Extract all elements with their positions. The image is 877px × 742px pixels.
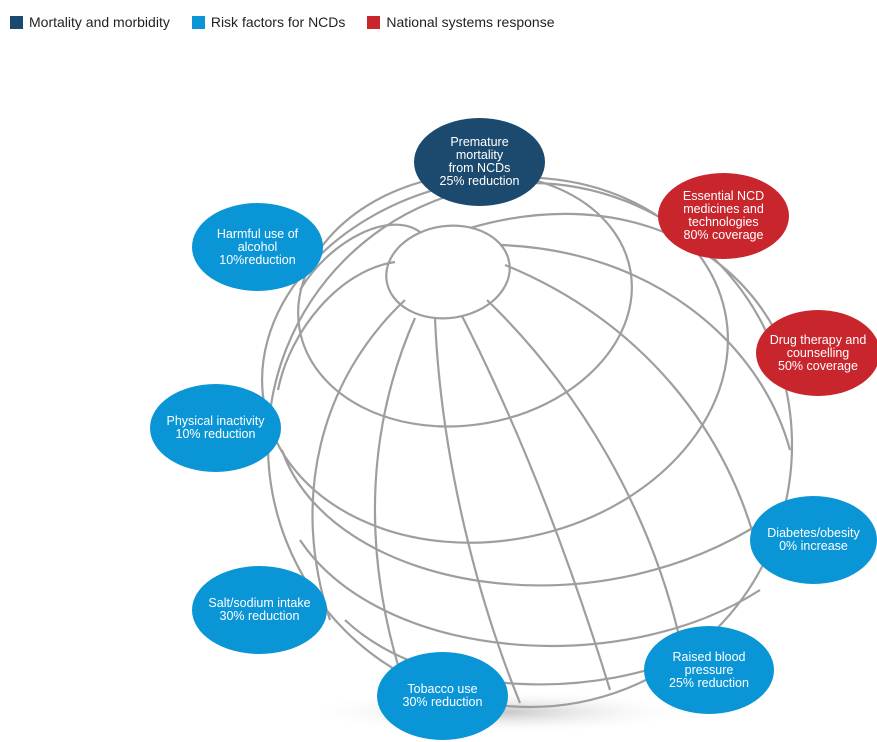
globe-meridian-8 xyxy=(469,212,776,331)
globe-latitude-4 xyxy=(299,539,761,648)
target-salt: Salt/sodium intake 30% reduction xyxy=(192,566,327,654)
legend-label-mortality: Mortality and morbidity xyxy=(29,14,170,30)
target-raised-bp: Raised blood pressure 25% reduction xyxy=(644,626,774,714)
target-physical-inactivity-text: Physical inactivity 10% reduction xyxy=(166,414,265,441)
globe-meridian-3 xyxy=(433,317,522,704)
target-premature-mortality: Premature mortality from NCDs 25% reduct… xyxy=(414,118,545,206)
legend-swatch-mortality xyxy=(10,15,23,29)
target-essential-medicines: Essential NCD medicines and technologies… xyxy=(658,173,789,259)
globe-meridian-10 xyxy=(276,260,396,391)
globe-meridian-7 xyxy=(499,243,792,451)
globe-meridian-9 xyxy=(299,223,421,291)
globe-meridian-6 xyxy=(504,263,762,561)
legend: Mortality and morbidity Risk factors for… xyxy=(10,14,576,30)
target-tobacco-text: Tobacco use 30% reduction xyxy=(402,682,483,709)
target-diabetes-obesity: Diabetes/obesity 0% increase xyxy=(750,496,877,584)
target-raised-bp-text: Raised blood pressure 25% reduction xyxy=(669,649,749,690)
target-alcohol: Harmful use of alcohol 10%reduction xyxy=(192,203,323,291)
globe-meridian-1 xyxy=(311,299,406,621)
target-diabetes-obesity-text: Diabetes/obesity 0% increase xyxy=(767,526,860,553)
target-physical-inactivity: Physical inactivity 10% reduction xyxy=(150,384,281,472)
legend-label-risk: Risk factors for NCDs xyxy=(210,14,346,30)
legend-item-risk: Risk factors for NCDs xyxy=(191,14,346,30)
target-alcohol-text: Harmful use of alcohol 10%reduction xyxy=(216,226,299,267)
legend-item-national: National systems response xyxy=(367,14,554,30)
globe-pole xyxy=(385,224,511,320)
globe-meridian-4 xyxy=(461,315,612,691)
target-salt-text: Salt/sodium intake 30% reduction xyxy=(208,596,311,623)
target-drug-therapy-text: Drug therapy and counselling 50% coverag… xyxy=(769,332,867,373)
globe-meridian-5 xyxy=(486,299,682,641)
target-essential-medicines-text: Essential NCD medicines and technologies… xyxy=(682,189,765,242)
globe-latitude-3 xyxy=(280,449,781,587)
legend-item-mortality: Mortality and morbidity xyxy=(10,14,170,30)
legend-label-national: National systems response xyxy=(386,14,555,30)
legend-swatch-national xyxy=(367,15,381,29)
target-tobacco: Tobacco use 30% reduction xyxy=(377,652,508,740)
target-drug-therapy: Drug therapy and counselling 50% coverag… xyxy=(756,310,877,396)
legend-swatch-risk xyxy=(191,15,205,29)
target-premature-mortality-text: Premature mortality from NCDs 25% reduct… xyxy=(439,135,520,188)
globe-meridian-2 xyxy=(373,317,417,673)
